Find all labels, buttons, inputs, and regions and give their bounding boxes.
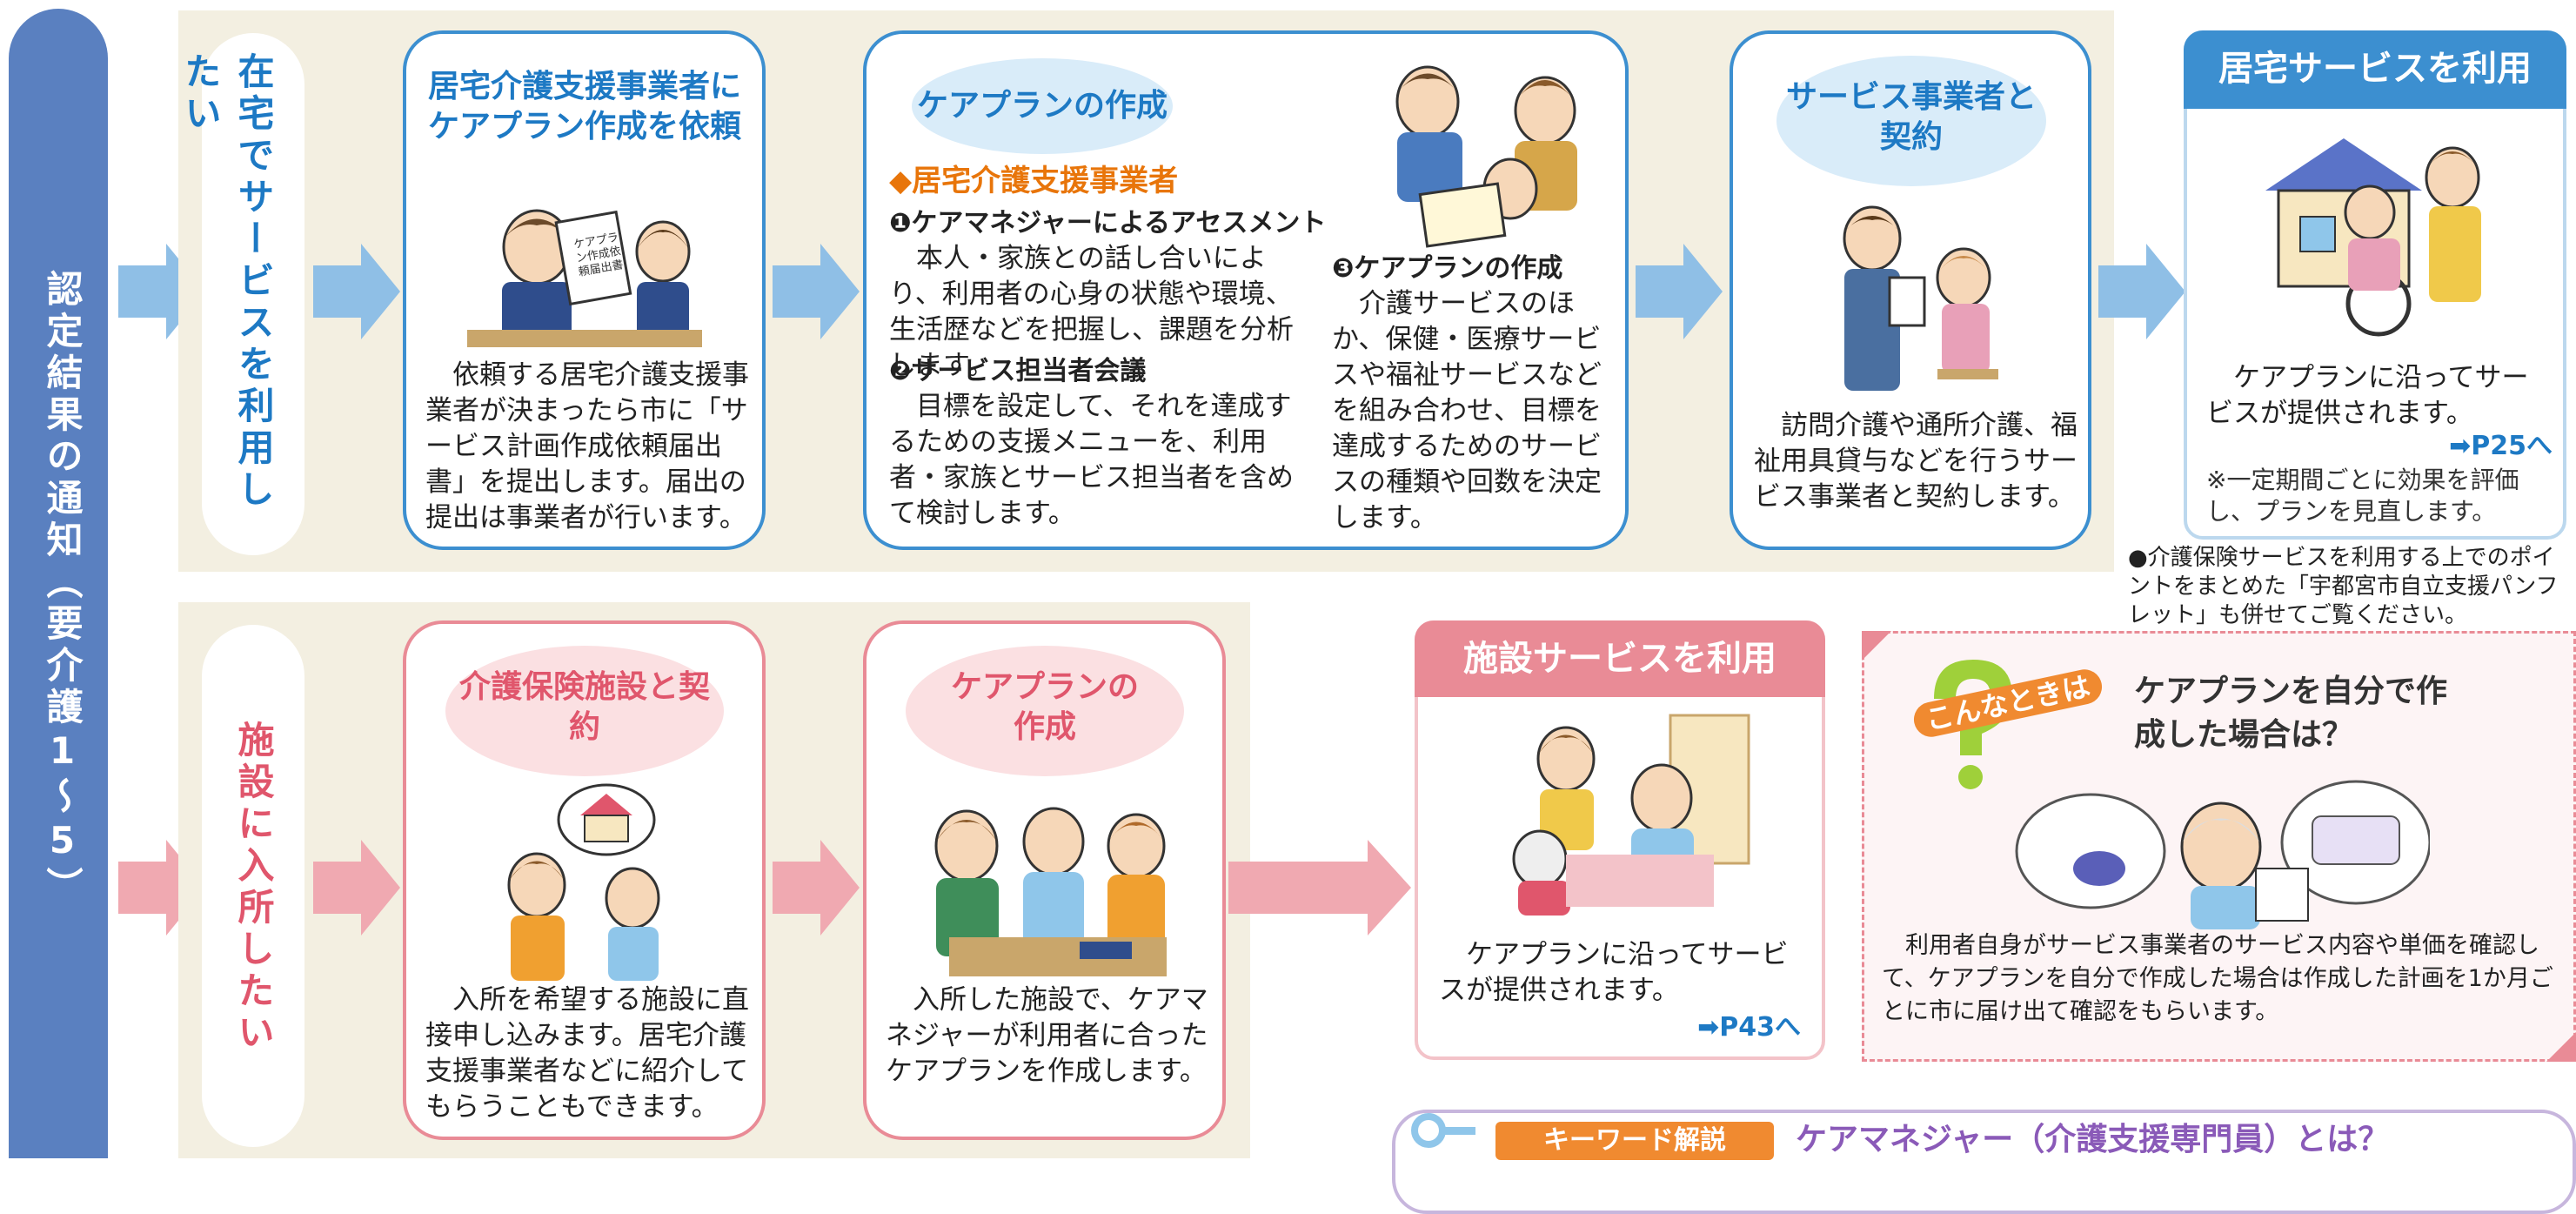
keyword-box: キーワード解説 ケアマネジャー（介護支援専門員）とは？ [1392,1110,2576,1214]
home-arrow-2 [773,244,860,339]
home-step2-item2-title: ❷サービス担当者会議 [889,356,1147,386]
meeting-illustration [1395,65,1577,248]
home-step2-card: ケアプランの作成 ◆居宅介護支援事業者 ❶ケアマネジャーによるアセスメント 本人… [863,30,1629,550]
facility-step2-body: 入所した施設で、ケアマネジャーが利用者に合ったケアプランを作成します。 [886,984,1208,1087]
keyword-badge: キーワード解説 [1495,1122,1774,1160]
key-icon [1411,1113,1475,1148]
question-mark-icon [1934,660,2012,789]
facility-service-header-bg [1415,620,1825,697]
home-footnote: ●介護保険サービスを利用する上でのポイントをまとめた「宇都宮市自立支援パンフレッ… [2128,545,2559,628]
facility-service-body: ケアプランに沿ってサービスが提供されます。 [1439,939,1789,1006]
facility-step2-title: ケアプランの作成 [950,669,1139,745]
facility-arrow-3 [1228,840,1411,936]
home-arrow-3 [1636,244,1723,339]
keyword-title: ケアマネジャー（介護支援専門員）とは？ [1796,1122,2390,1157]
care-plan-meeting-illustration [934,807,1167,976]
facility-row-label-pill: 施設に入所したい [202,625,304,1147]
home-step3-body: 訪問介護や通所介護、福祉用具貸与などを行うサービス事業者と契約します。 [1754,410,2078,513]
home-service-note: ※一定期間ごとに効果を評価し、プランを見直します。 [2206,466,2519,526]
home-step3-card: サービス事業者と契約 訪問介護や通所介護、福祉用具貸与などを行うサービス事業者と… [1730,30,2091,550]
home-step3-title-bg [1776,56,2046,186]
home-service-header: 居宅サービスを利用 [2218,49,2532,89]
facility-service-header: 施設サービスを利用 [1463,639,1776,679]
facility-step1-body: 入所を希望する施設に直接申し込みます。居宅介護支援事業者などに紹介してもらうこと… [425,984,749,1123]
result-sidebar: 認定結果の通知（要介護1〜5） [9,9,108,1158]
facility-step1-card: 介護保険施設と契約 入所を希望する施設に直接申し込みます。居宅介護支援事業者など… [403,620,766,1140]
home-arrow-4 [2098,244,2185,339]
contract-illustration [1843,205,1998,391]
facility-arrow-1 [313,840,400,936]
home-step2-title: ケアプランの作成 [916,88,1168,124]
facility-step2-card: ケアプランの作成 入所した施設で、ケアマネジャーが利用者に合ったケアプランを作成… [863,620,1226,1140]
facility-service-link[interactable]: ➡P43へ [1697,1012,1801,1043]
home-step2-subheading: ◆居宅介護支援事業者 [889,164,1179,198]
request-form-caption: ケアプラン作成依頼届出書 [572,231,625,279]
home-service-header-bg [2184,30,2566,109]
home-step1-body: 依頼する居宅介護支援事業者が決まったら市に「サービス計画作成依頼届出書」を提出し… [425,359,749,533]
request-form-illustration [467,209,702,347]
qa-corner-br [2546,1032,2576,1062]
qa-box: こんなときは ケアプランを自分で作成した場合は？ 利用者自身がサービス事業者のサ… [1862,631,2576,1062]
facility-step1-title: 介護保険施設と契約 [458,669,710,745]
facility-arrow-2 [773,840,860,936]
wheelchair-illustration [2265,138,2481,337]
home-row-label: 在宅でサービスを利用したい [179,52,275,512]
home-step2-title-bg [912,58,1173,154]
home-step1-card: 居宅介護支援事業者にケアプラン作成を依頼 ケアプラン作成依頼届出書 依頼する居宅… [403,30,766,550]
phone-call-illustration [507,783,660,981]
home-step2-item1-body: 本人・家族との話し合いにより、利用者の心身の状態や環境、生活歴などを把握し、課題… [889,243,1294,381]
facility-step2-title-bg [906,646,1184,776]
qa-corner-tl [1862,631,1891,661]
qa-title: ケアプランを自分で作成した場合は？ [2134,674,2448,753]
home-service-body: ケアプランに沿ってサービスが提供されます。 [2206,362,2529,429]
home-row-label-pill: 在宅でサービスを利用したい [179,33,304,555]
qa-body: 利用者自身がサービス事業者のサービス内容や単価を確認して、ケアプランを自分で作成… [1882,932,2553,1025]
home-step2-item3-title: ❸ケアプランの作成 [1332,253,1563,284]
home-step2-item1-title: ❶ケアマネジャーによるアセスメント [889,208,1327,238]
facility-step1-title-bg [445,646,724,776]
self-care-plan-illustration [2015,780,2430,929]
facility-row-label: 施設に入所したい [232,721,275,1055]
home-step2-item3-body: 介護サービスのほか、保健・医療サービスや福祉サービスなどを組み合わせ、目標を達成… [1332,288,1602,533]
home-arrow-1 [313,244,400,339]
home-step2-item2-body: 目標を設定して、それを達成するための支援メニューを、利用者・家族とサービス担当者… [889,391,1294,529]
home-step3-title: サービス事業者と契約 [1785,79,2037,155]
home-service-card: 居宅サービスを利用 ケアプランに沿ってサービスが提供されます。 ➡P25へ ※一… [2184,30,2566,540]
sidebar-label: 認定結果の通知（要介護1〜5） [41,270,84,909]
facility-service-card: 施設サービスを利用 ケアプランに沿ってサービスが提供されます。 ➡P43へ [1415,620,1825,1060]
home-step1-title: 居宅介護支援事業者にケアプラン作成を依頼 [427,69,741,144]
facility-meal-illustration [1512,714,1750,916]
home-service-link[interactable]: ➡P25へ [2449,431,2553,461]
